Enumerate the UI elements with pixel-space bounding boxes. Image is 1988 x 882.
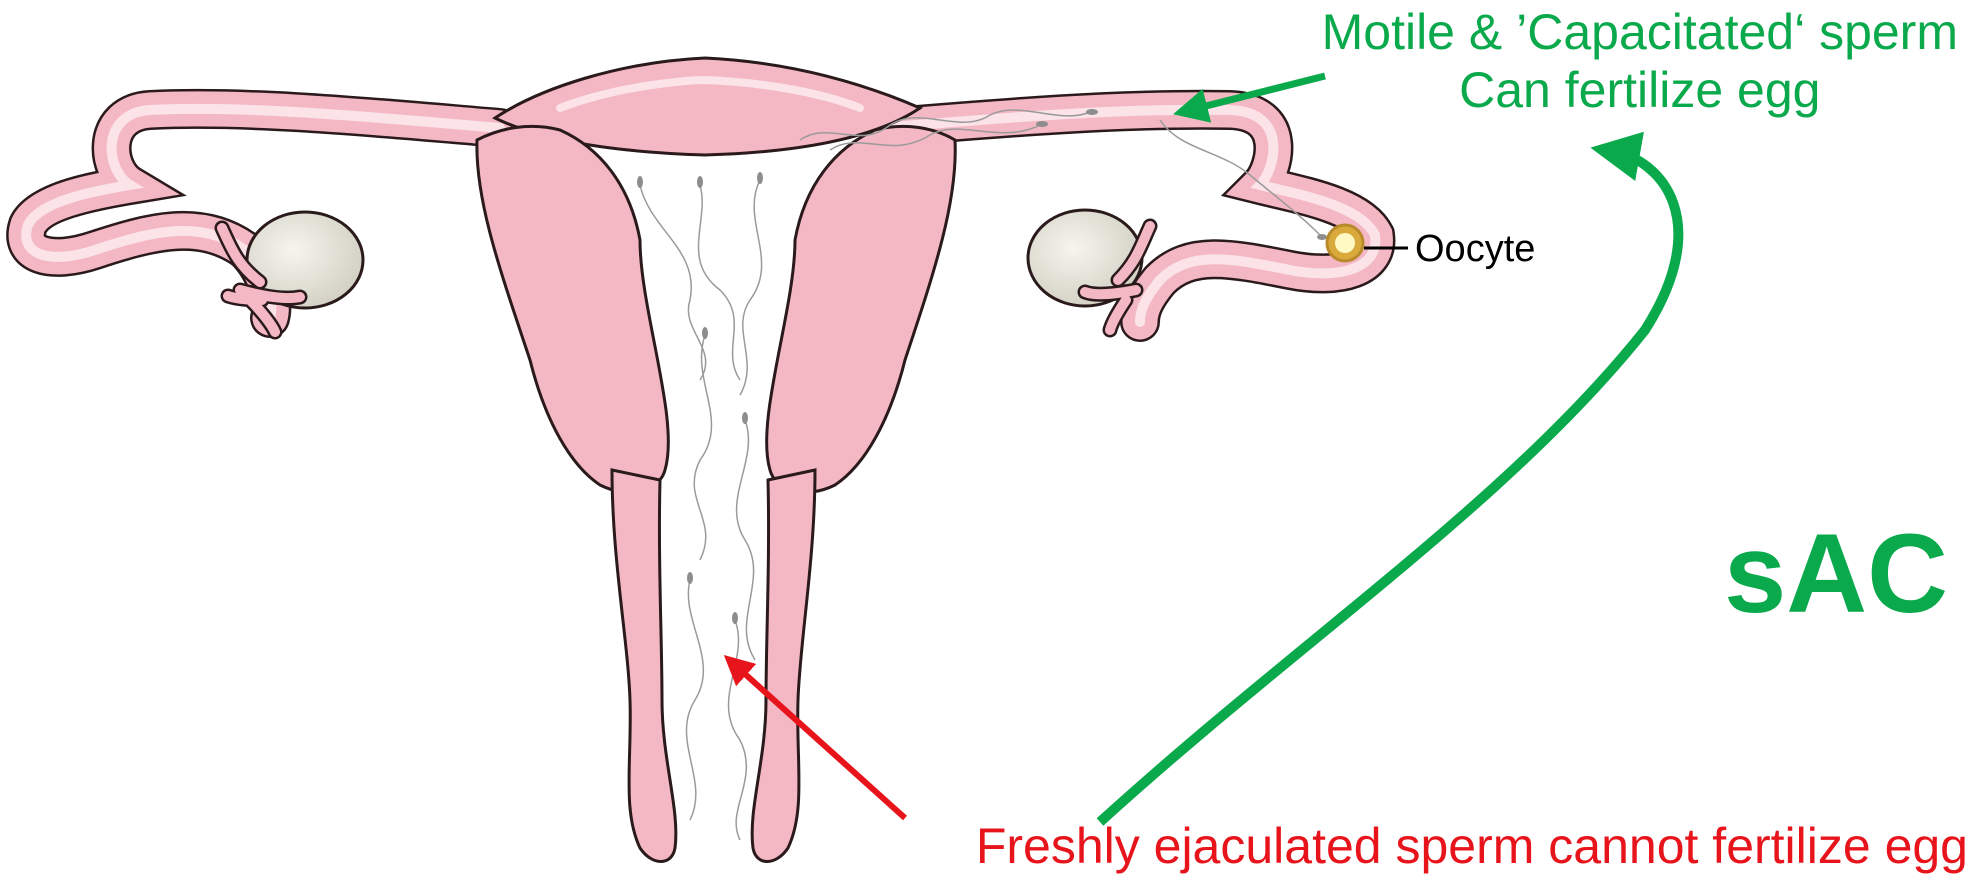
capacitated-line-2: Can fertilize egg bbox=[1459, 62, 1820, 118]
sperm-cells bbox=[640, 110, 1320, 840]
oocyte-label: Oocyte bbox=[1415, 228, 1535, 272]
left-vaginal-wall bbox=[612, 470, 676, 862]
sperm-heads bbox=[637, 109, 1327, 624]
sac-label: sAC bbox=[1724, 510, 1948, 639]
capacitated-sperm-label: Motile & ’Capacitated‘ sperm Can fertili… bbox=[1322, 4, 1958, 119]
right-vaginal-wall bbox=[752, 470, 815, 862]
capacitated-line-1: Motile & ’Capacitated‘ sperm bbox=[1322, 4, 1958, 60]
right-uterine-wall bbox=[767, 126, 956, 492]
fresh-sperm-label: Freshly ejaculated sperm cannot fertiliz… bbox=[976, 818, 1968, 876]
